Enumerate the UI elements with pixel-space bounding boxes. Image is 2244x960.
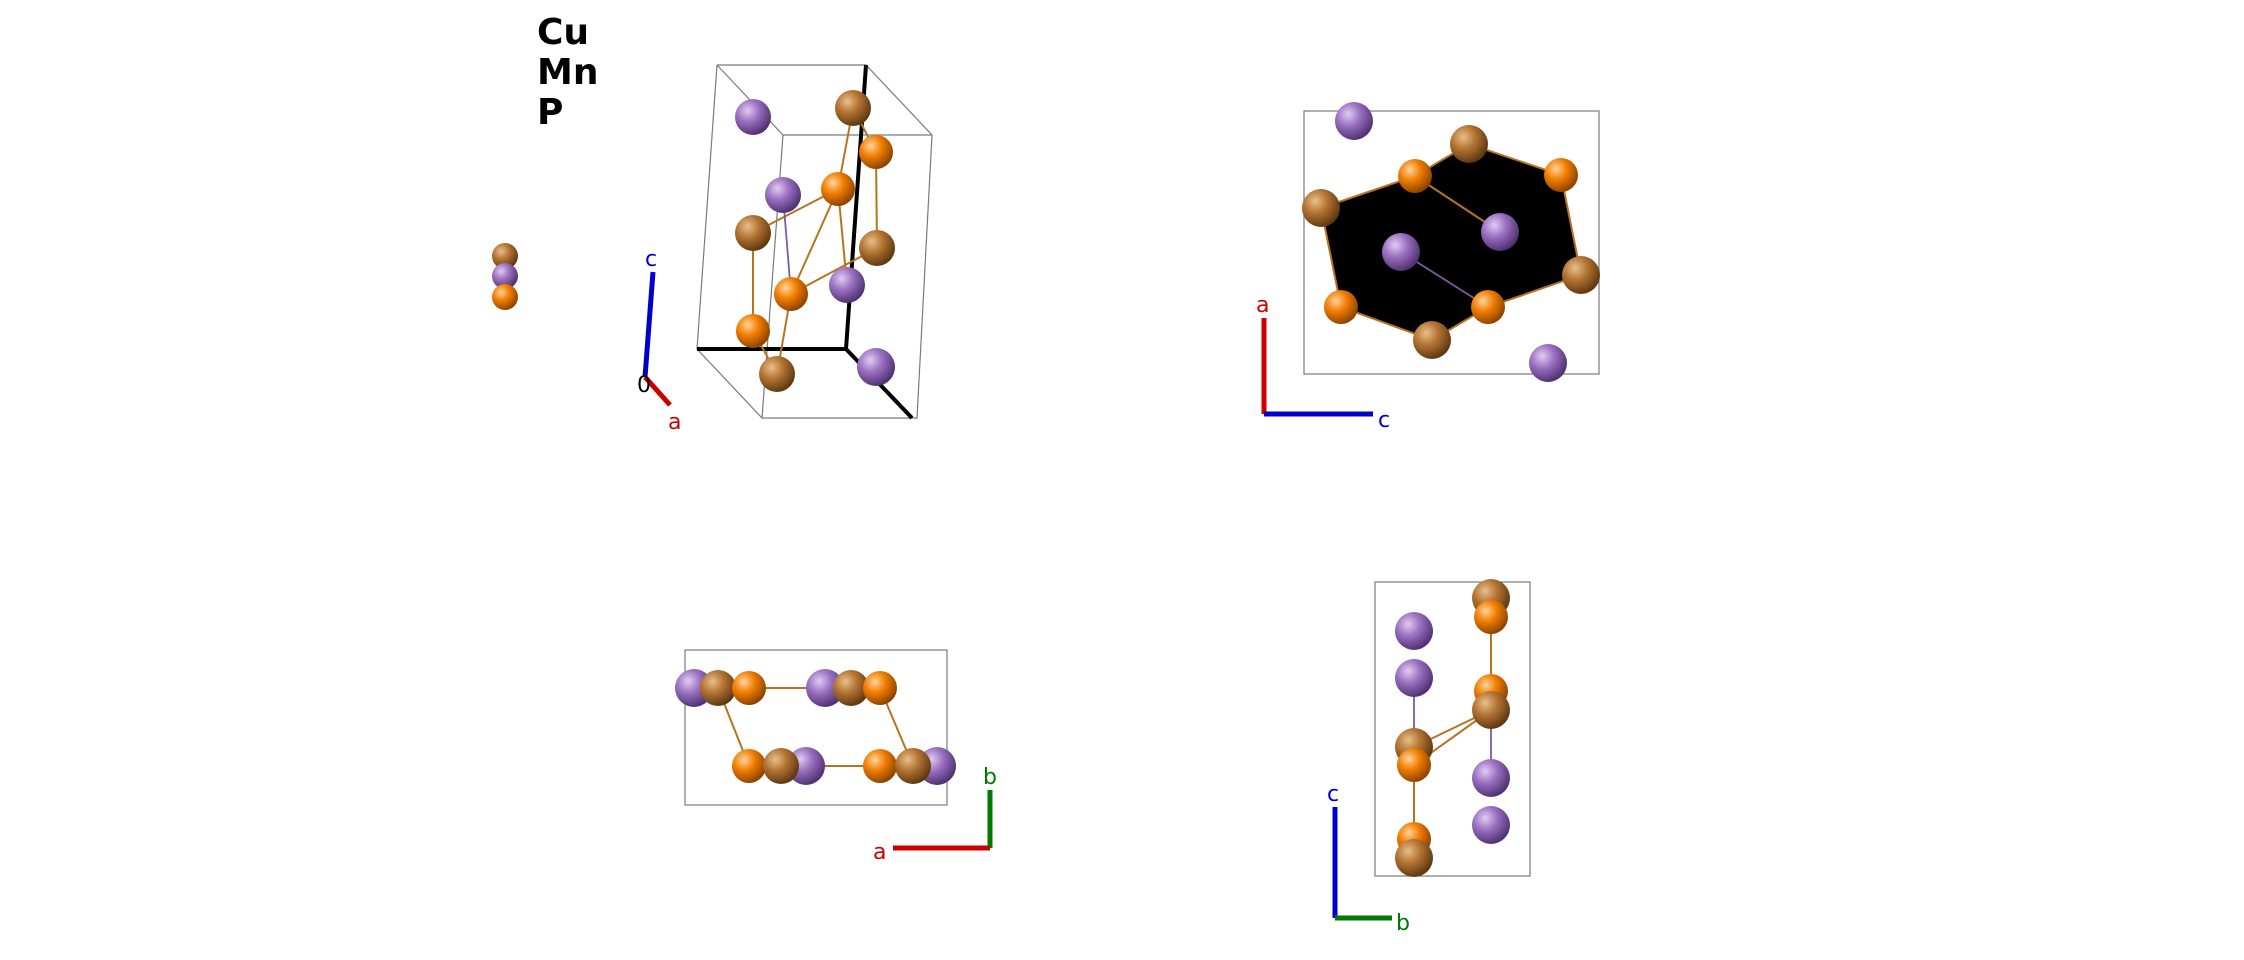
atom-mn [1472, 806, 1510, 844]
atom-mn [735, 99, 771, 135]
unit-cell-outline [684, 649, 948, 806]
perspective-view: c 0 a [637, 64, 933, 435]
atom-p [1471, 290, 1505, 324]
atoms [1395, 579, 1510, 877]
atom-cu [735, 215, 771, 251]
legend-label-mn: Mn [537, 52, 598, 93]
atom-mn [1472, 759, 1510, 797]
atom-p [1474, 600, 1508, 634]
atoms [1302, 102, 1600, 382]
atom-cu [1472, 691, 1510, 729]
b-axis-label: b [1396, 911, 1410, 936]
atom-mn [1395, 612, 1433, 650]
atom-mn [1395, 659, 1433, 697]
b-axis-label: b [983, 765, 997, 790]
atom-cu [895, 748, 931, 784]
atom-cu [763, 748, 799, 784]
atom-mn [829, 267, 865, 303]
atom-cu [1395, 839, 1433, 877]
a-axis-label: a [873, 840, 886, 865]
atom-mn [765, 177, 801, 213]
atom-cu [700, 670, 736, 706]
c-axis-arrow [642, 271, 656, 378]
atom-cu [759, 356, 795, 392]
legend-label-cu: Cu [537, 12, 589, 53]
atom-cu [1302, 189, 1340, 227]
atom-mn [857, 348, 895, 386]
axis-triad: b a [873, 765, 997, 865]
c-axis-label: c [1327, 782, 1339, 807]
atom-p [732, 749, 766, 783]
axis-triad: c b [1327, 782, 1410, 936]
atoms [735, 90, 895, 392]
atom-mn [806, 669, 844, 707]
atom-p [736, 314, 770, 348]
atom-p [863, 671, 897, 705]
atom-cu [859, 230, 895, 266]
legend-sphere-mn [492, 263, 518, 289]
atom-cu [833, 670, 869, 706]
c-axis-label: c [645, 247, 657, 272]
atom-p [1398, 159, 1432, 193]
atom-mn [1382, 233, 1420, 271]
unit-cell-outline [1374, 581, 1531, 877]
atom-cu [1413, 321, 1451, 359]
atom-p [1397, 748, 1431, 782]
axis-triad: a c [1256, 293, 1390, 433]
a-axis-label: a [668, 410, 681, 435]
bonds [1320, 142, 1583, 342]
atom-cu [1562, 256, 1600, 294]
c-axis-label: c [1378, 408, 1390, 433]
legend-sphere-p [492, 284, 518, 310]
atom-p [859, 135, 893, 169]
view-along-c: b a [675, 649, 997, 865]
origin-label: 0 [637, 373, 651, 398]
axis-triad: c 0 a [637, 247, 681, 435]
element-legend: Cu Mn P [492, 12, 598, 310]
unit-cell-outline [1303, 110, 1600, 375]
legend-label-p: P [537, 92, 563, 133]
view-along-b: a c [1256, 102, 1600, 433]
atom-p [863, 749, 897, 783]
atom-p [1324, 290, 1358, 324]
atom-cu [1450, 125, 1488, 163]
a-axis-label: a [1256, 293, 1269, 318]
atom-cu [835, 90, 871, 126]
atom-mn [1529, 344, 1567, 382]
view-along-a: c b [1327, 579, 1531, 936]
atom-mn [1481, 213, 1519, 251]
atom-mn [1335, 102, 1373, 140]
atom-p [1544, 158, 1578, 192]
atoms [675, 669, 956, 785]
atom-p [774, 277, 808, 311]
atom-p [821, 172, 855, 206]
a-axis-arrow [643, 375, 672, 407]
legend-sphere-cu [492, 243, 518, 269]
atom-mn [787, 747, 825, 785]
atom-p [732, 671, 766, 705]
